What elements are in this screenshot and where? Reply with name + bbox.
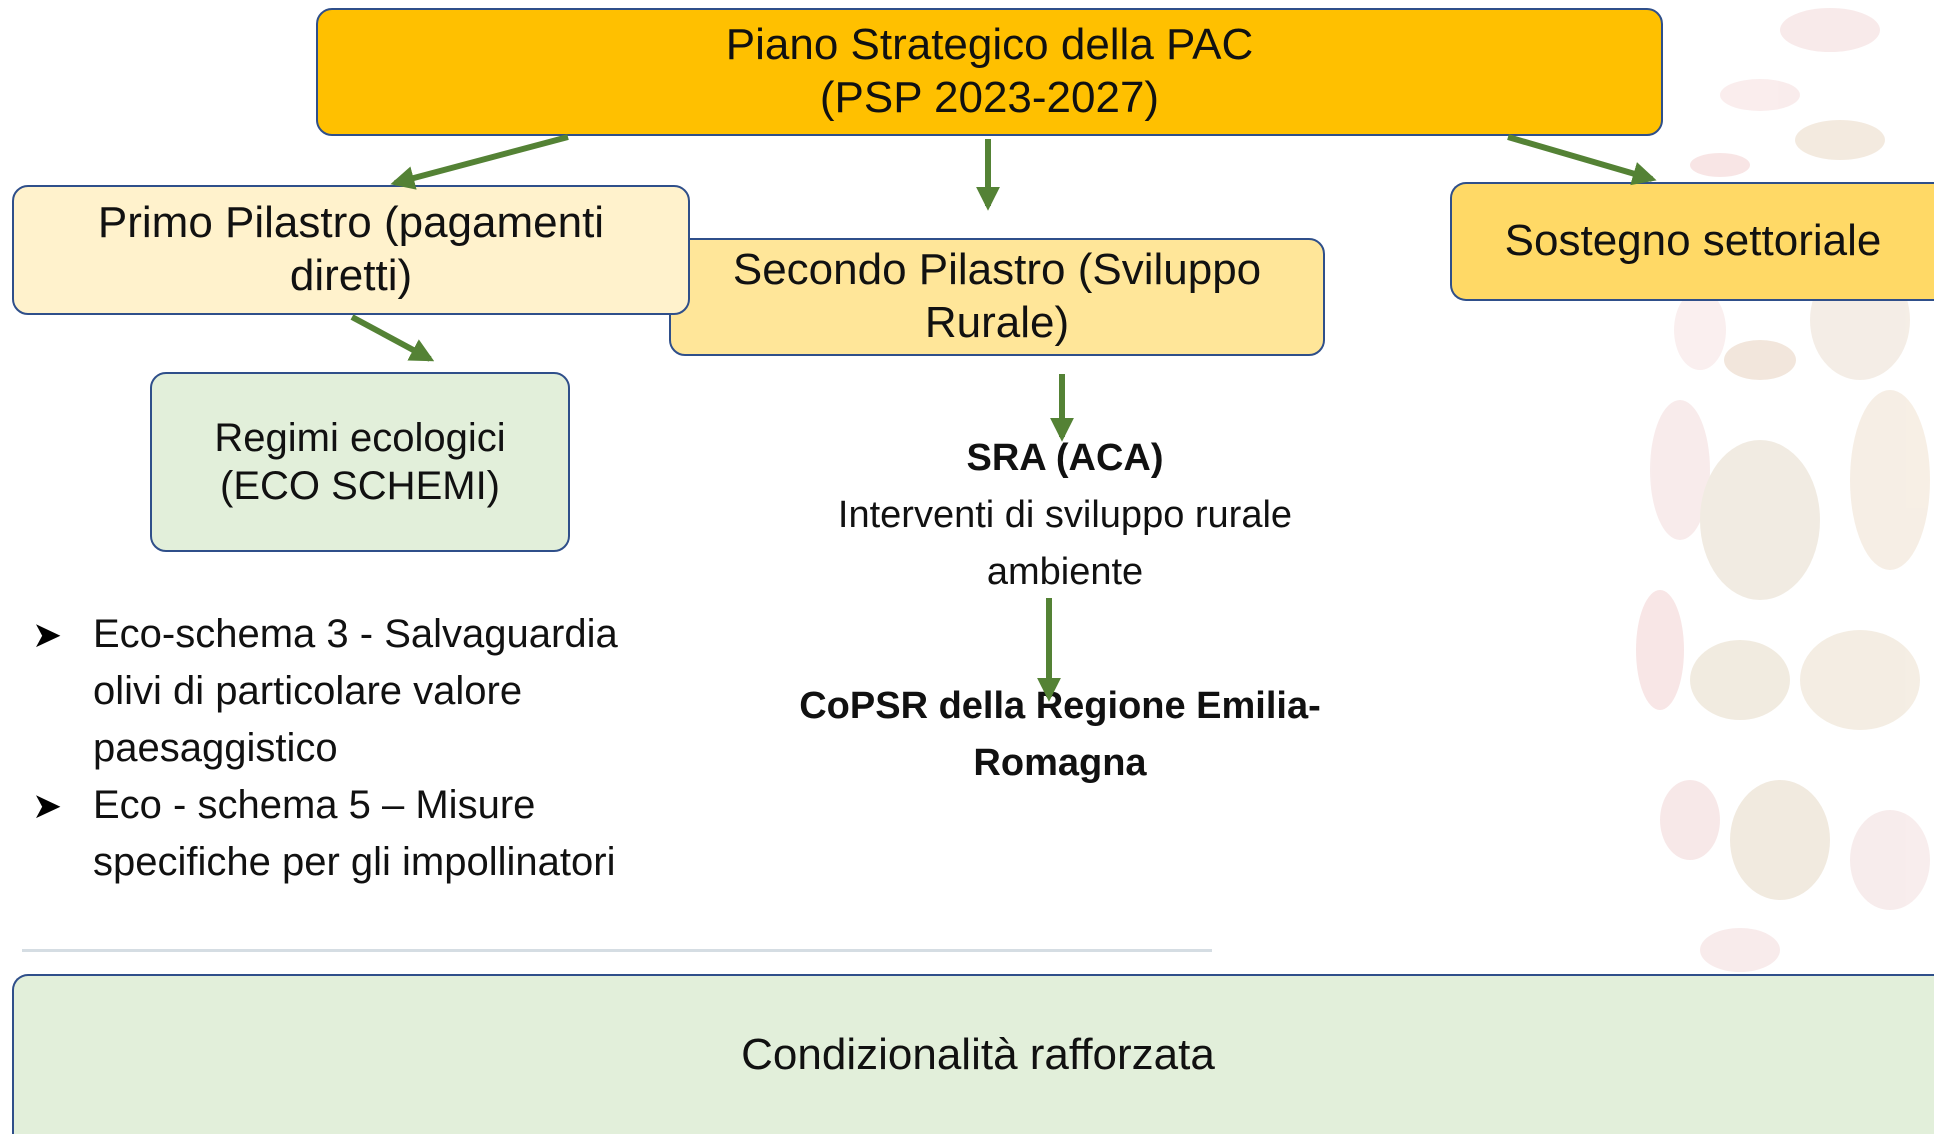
eco-schema-list: ➤ Eco-schema 3 - Salvaguardia olivi di p…: [30, 606, 730, 891]
sostegno-settoriale-label: Sostegno settoriale: [1504, 216, 1882, 266]
sostegno-settoriale-box: Sostegno settoriale: [1450, 182, 1934, 301]
list-item: ➤ Eco - schema 5 – Misure specifiche per…: [30, 777, 730, 891]
primo-pilastro-box: Primo Pilastro (pagamenti diretti): [12, 185, 690, 315]
psp-title-line2: (PSP 2023-2027): [819, 73, 1160, 122]
arrowhead-bullet-icon: ➤: [32, 614, 63, 655]
arrow-psp-to-settoriale: [1507, 134, 1657, 186]
list-item-line1: Eco - schema 5 – Misure: [93, 783, 536, 827]
list-item-line2: olivi di particolare valore: [93, 669, 523, 713]
sra-block: SRA (ACA) Interventi di sviluppo rurale …: [770, 430, 1360, 601]
sra-title: SRA (ACA): [966, 437, 1164, 479]
arrow-primo-to-eco: [350, 314, 435, 362]
copsr-line1: CoPSR della Regione Emilia-: [799, 685, 1321, 727]
condizionalita-box: Condizionalità rafforzata: [12, 974, 1934, 1134]
sra-line2: ambiente: [986, 551, 1144, 593]
secondo-pilastro-box: Secondo Pilastro (Sviluppo Rurale): [669, 238, 1325, 356]
sra-line1: Interventi di sviluppo rurale: [837, 494, 1293, 536]
regimi-ecologici-line1: Regimi ecologici: [214, 416, 506, 460]
list-item-line3: paesaggistico: [93, 726, 338, 770]
copsr-block: CoPSR della Regione Emilia- Romagna: [760, 678, 1360, 792]
regimi-ecologici-line2: (ECO SCHEMI): [220, 464, 500, 508]
condizionalita-label: Condizionalità rafforzata: [741, 1029, 1215, 1079]
primo-pilastro-line1: Primo Pilastro (pagamenti: [97, 198, 605, 248]
regimi-ecologici-box: Regimi ecologici (ECO SCHEMI): [150, 372, 570, 552]
list-item-line1: Eco-schema 3 - Salvaguardia: [93, 612, 618, 656]
secondo-pilastro-line2: Rurale): [924, 298, 1070, 347]
arrowhead-bullet-icon: ➤: [32, 785, 63, 826]
copsr-line2: Romagna: [973, 742, 1147, 784]
list-item-line2: specifiche per gli impollinatori: [93, 840, 616, 884]
psp-title-line1: Piano Strategico della PAC: [725, 20, 1254, 70]
list-item: ➤ Eco-schema 3 - Salvaguardia olivi di p…: [30, 606, 730, 777]
psp-box: Piano Strategico della PAC (PSP 2023-202…: [316, 8, 1663, 136]
secondo-pilastro-line1: Secondo Pilastro (Sviluppo: [732, 245, 1262, 295]
primo-pilastro-line2: diretti): [289, 251, 413, 300]
divider: [22, 949, 1212, 952]
arrow-psp-to-primo: [390, 134, 569, 190]
